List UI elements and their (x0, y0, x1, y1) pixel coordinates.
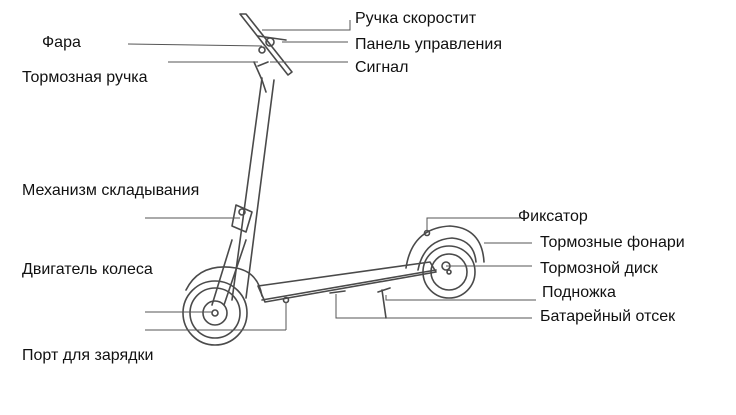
label-brake-disc: Тормозной диск (540, 260, 658, 277)
label-brake-lever: Тормозная ручка (22, 69, 148, 86)
kickstand (377, 287, 391, 319)
label-headlight: Фара (42, 34, 81, 51)
label-throttle: Ручка скоростит (355, 10, 477, 27)
steering-stem (231, 77, 275, 301)
front-fork (185, 239, 263, 306)
leader-latch (426, 217, 520, 232)
leader-headlight (127, 43, 263, 47)
label-folding-mechanism: Механизм складывания (22, 182, 200, 199)
front-wheel (182, 280, 248, 346)
label-control-panel: Панель управления (355, 36, 502, 53)
label-kickstand: Подножка (542, 284, 616, 301)
leader-throttle (262, 20, 351, 31)
deck (257, 261, 437, 304)
handlebar (239, 13, 293, 93)
label-charging-port: Порт для зарядки (22, 347, 154, 364)
leader-kickstand (385, 295, 536, 301)
label-battery-compartment: Батарейный отсек (540, 308, 676, 325)
label-bell: Сигнал (355, 59, 409, 76)
label-wheel-motor: Двигатель колеса (22, 261, 153, 278)
label-brake-lights: Тормозные фонари (540, 234, 685, 251)
rear-wheel (422, 245, 476, 299)
label-latch: Фиксатор (518, 208, 588, 225)
leader-battery (335, 294, 532, 319)
